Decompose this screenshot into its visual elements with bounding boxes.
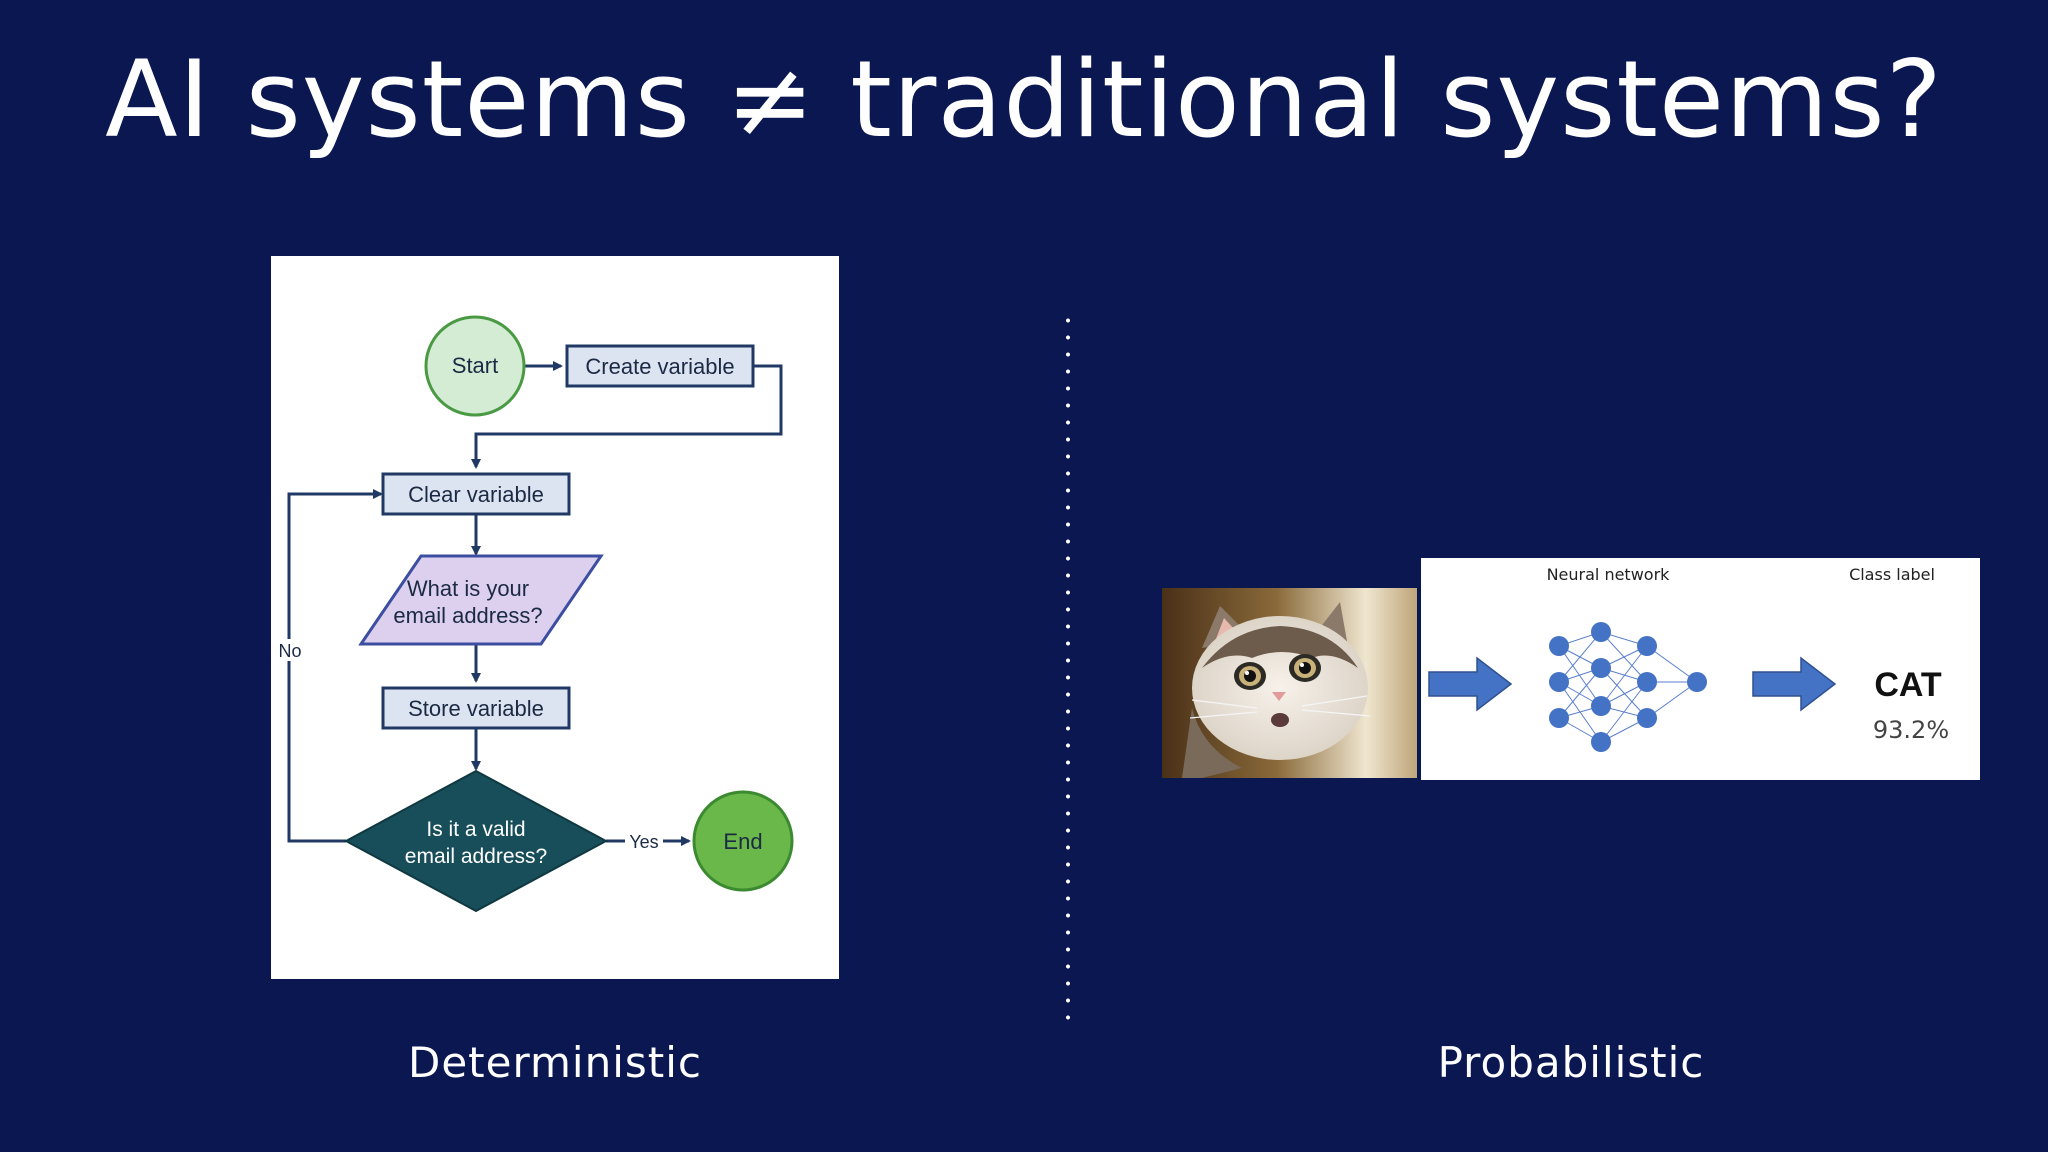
network-nodes <box>1549 622 1707 752</box>
caption-probabilistic: Probabilistic <box>1437 1038 1705 1087</box>
flow-clear-node <box>381 472 571 516</box>
slide-title: AI systems ≠ traditional systems? <box>105 38 1943 161</box>
neural-network-diagram: Neural network Class label CAT 93.2% <box>1428 565 1949 752</box>
dotted-divider <box>1066 312 1070 1024</box>
cat-photo <box>1162 588 1417 778</box>
connector-create-clear <box>471 364 783 469</box>
flow-start-node <box>424 315 526 417</box>
class-label-header: Class label <box>1849 565 1935 584</box>
input-arrow <box>1428 656 1513 712</box>
prediction-label: CAT <box>1874 666 1942 704</box>
flow-clear-label: Clear variable <box>408 482 544 507</box>
flow-create-label: Create variable <box>585 354 734 379</box>
caption-deterministic: Deterministic <box>408 1038 702 1087</box>
flowchart-diagram: Start Create variable Clear variable Wha… <box>275 315 794 913</box>
flow-decision-label-line1: Is it a valid <box>426 818 525 841</box>
flow-input-label-line1: What is your <box>407 576 529 601</box>
flowchart-panel: Start Create variable Clear variable Wha… <box>271 256 839 979</box>
flow-create-node <box>565 344 755 388</box>
flow-input-node <box>358 554 604 646</box>
flow-start-label: Start <box>452 353 498 378</box>
flow-end-label: End <box>723 829 762 854</box>
neural-network-label: Neural network <box>1547 565 1671 584</box>
flow-yes-label: Yes <box>629 832 658 852</box>
neural-network-panel: Neural network Class label CAT 93.2% <box>1421 558 1980 780</box>
flow-no-label: No <box>278 641 301 661</box>
flow-store-node <box>381 686 571 730</box>
flow-end-node <box>692 790 794 892</box>
flow-store-label: Store variable <box>408 696 544 721</box>
flow-no-label-bg <box>275 639 305 661</box>
network-connections <box>1558 631 1698 743</box>
confidence-value: 93.2% <box>1873 716 1949 744</box>
cat-image <box>1162 588 1417 778</box>
flow-input-label-line2: email address? <box>393 603 542 628</box>
connector-no-loop <box>287 489 383 843</box>
output-arrow <box>1752 656 1837 712</box>
flow-decision-label-line2: email address? <box>405 845 547 868</box>
flow-decision-node <box>343 769 609 913</box>
